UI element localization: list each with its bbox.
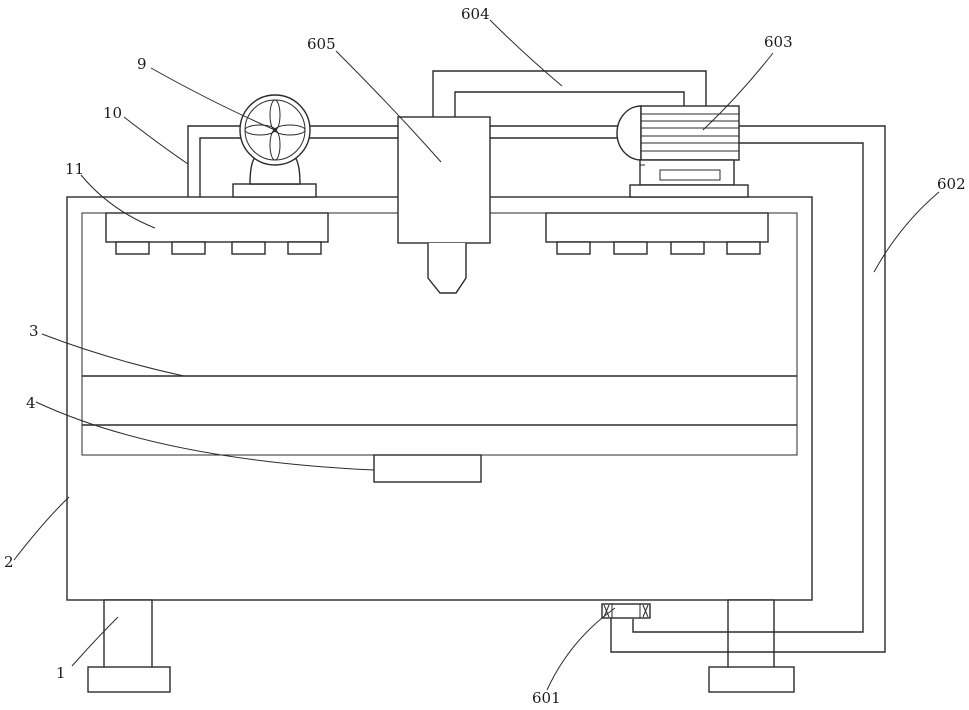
- label-11: 11: [65, 160, 84, 178]
- leg-left: [88, 600, 170, 692]
- leg-right: [709, 600, 794, 692]
- belt-drive-block: [374, 455, 481, 482]
- leader-line-2: [14, 497, 69, 560]
- leader-line-10: [124, 117, 188, 164]
- leader-line-604: [490, 20, 562, 86]
- motor-icon: [617, 106, 748, 197]
- label-10: 10: [103, 104, 122, 122]
- drain-valve: [602, 604, 650, 618]
- label-4: 4: [26, 394, 36, 412]
- label-603: 603: [764, 33, 793, 51]
- label-601: 601: [532, 689, 561, 707]
- leader-line-602: [874, 192, 939, 272]
- label-2: 2: [4, 553, 14, 571]
- leader-line-601: [547, 608, 615, 690]
- label-3: 3: [29, 322, 39, 340]
- label-1: 1: [56, 664, 66, 682]
- connecting-pipe: [490, 126, 620, 138]
- label-9: 9: [137, 55, 147, 73]
- label-605: 605: [307, 35, 336, 53]
- label-602: 602: [937, 175, 966, 193]
- label-604: 604: [461, 5, 490, 23]
- fan-icon: [233, 95, 316, 197]
